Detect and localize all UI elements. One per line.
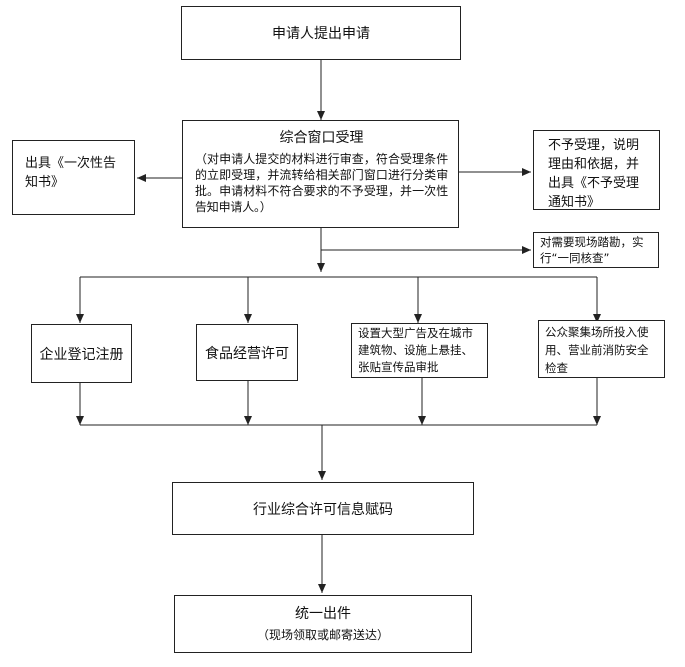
step-inspect: 对需要现场踏勘，实行“一同核查” bbox=[533, 232, 659, 268]
branch-business-registration: 企业登记注册 bbox=[31, 324, 132, 383]
step-encode-label: 行业综合许可信息赋码 bbox=[253, 501, 393, 518]
branch-label: 设置大型广告及在城市建筑物、设施上悬挂、张贴宣传品审批 bbox=[358, 326, 473, 374]
step-apply: 申请人提出申请 bbox=[181, 6, 461, 60]
branch-label: 企业登记注册 bbox=[39, 346, 124, 363]
step-issue-title: 统一出件 bbox=[295, 606, 351, 622]
step-window-title: 综合窗口受理 bbox=[279, 130, 364, 146]
branch-fire-safety-check: 公众聚集场所投入使用、营业前消防安全检查 bbox=[538, 320, 665, 378]
step-window-desc: （对申请人提交的材料进行审查，符合受理条件的立即受理，并流转给相关部门窗口进行分… bbox=[195, 152, 448, 214]
step-encode: 行业综合许可信息赋码 bbox=[172, 482, 474, 535]
step-left-notice-label: 出具《一次性告知书》 bbox=[25, 156, 117, 190]
step-issue: 统一出件 （现场领取或邮寄送达） bbox=[174, 595, 472, 653]
step-inspect-label: 对需要现场踏勘，实行“一同核查” bbox=[540, 235, 644, 265]
step-apply-label: 申请人提出申请 bbox=[272, 26, 370, 42]
branch-advertising-approval: 设置大型广告及在城市建筑物、设施上悬挂、张贴宣传品审批 bbox=[351, 323, 488, 378]
step-issue-sub: （现场领取或邮寄送达） bbox=[256, 628, 389, 642]
step-window: 综合窗口受理 （对申请人提交的材料进行审查，符合受理条件的立即受理，并流转给相关… bbox=[182, 120, 459, 228]
branch-label: 食品经营许可 bbox=[205, 345, 289, 362]
step-right-reject-label: 不予受理，说明理由和依据，并出具《不予受理通知书》 bbox=[548, 138, 640, 210]
step-left-notice: 出具《一次性告知书》 bbox=[12, 140, 135, 215]
branch-food-license: 食品经营许可 bbox=[196, 324, 298, 381]
branch-label: 公众聚集场所投入使用、营业前消防安全检查 bbox=[545, 325, 649, 375]
step-right-reject: 不予受理，说明理由和依据，并出具《不予受理通知书》 bbox=[533, 130, 660, 210]
